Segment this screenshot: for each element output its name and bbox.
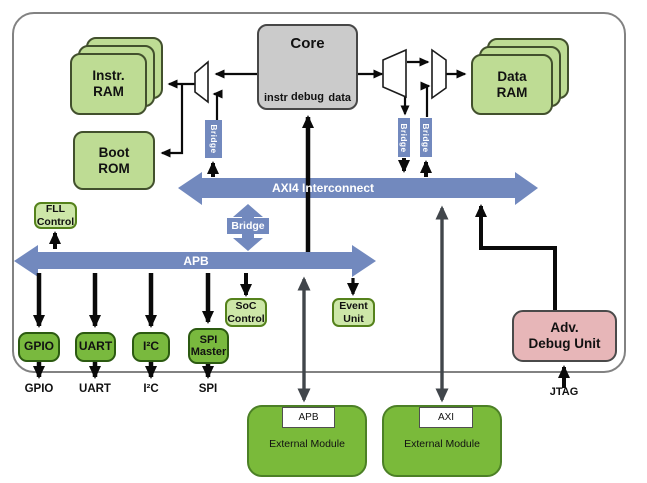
apb-bus: [14, 245, 376, 277]
external-module-axi-tab: AXI: [419, 407, 473, 428]
adv-debug-unit-block: Adv. Debug Unit: [512, 310, 617, 362]
data-ram-label: Data RAM: [471, 54, 553, 115]
spi-master-block: SPI Master: [188, 328, 229, 364]
boot-rom-block: Boot ROM: [73, 131, 155, 190]
bridge-3: Bridge: [420, 118, 432, 157]
axi4-bus-label: AXI4 Interconnect: [271, 181, 375, 195]
wire-bridge3-to-muxB: [420, 81, 431, 117]
external-module-apb-label: External Module: [269, 438, 345, 450]
axi-apb-bridge-label: Bridge: [227, 218, 269, 234]
external-module-axi: AXI External Module: [382, 405, 502, 477]
core-port-debug: debug: [291, 91, 324, 103]
core-port-instr: instr: [264, 92, 288, 104]
gpio-block: GPIO: [18, 332, 60, 362]
wire-bridge1-to-mux: [212, 89, 223, 120]
data-ram-block: Data RAM: [471, 38, 570, 115]
core-port-data: data: [328, 92, 351, 104]
gpio-pin-label: GPIO: [24, 383, 54, 395]
spi-pin-label: SPI: [198, 383, 218, 395]
bridge-1-label: Bridge: [208, 124, 219, 154]
bridge-3-label: Bridge: [421, 122, 431, 153]
fll-control-block: FLL Control: [34, 202, 77, 229]
uart-pin-label: UART: [79, 383, 111, 395]
i2c-block: I²C: [132, 332, 170, 362]
apb-bus-label: APB: [183, 254, 209, 268]
event-unit-block: Event Unit: [332, 298, 375, 327]
wire-branch-to-boot-rom: [160, 84, 184, 158]
core-block: Core instr data debug: [257, 24, 358, 110]
jtag-label: JTAG: [549, 386, 579, 398]
bridge-1: Bridge: [205, 120, 222, 158]
mux-data-out: [382, 48, 407, 99]
bridge-2: Bridge: [398, 118, 410, 157]
core-title: Core: [290, 35, 325, 52]
external-module-axi-label: External Module: [404, 438, 480, 450]
axi4-interconnect-bus: [178, 172, 538, 205]
mux-data-in: [431, 48, 447, 100]
soc-control-block: SoC Control: [225, 298, 267, 327]
instr-ram-label: Instr. RAM: [70, 53, 147, 115]
uart-block: UART: [75, 332, 116, 362]
wire-adv-debug-to-axi: [475, 204, 557, 310]
external-module-apb: APB External Module: [247, 405, 367, 477]
external-module-apb-tab: APB: [282, 407, 335, 428]
mux-instr: [194, 60, 209, 104]
instr-ram-block: Instr. RAM: [70, 37, 164, 115]
bridge-2-label: Bridge: [399, 122, 409, 153]
i2c-pin-label: I²C: [143, 383, 159, 395]
